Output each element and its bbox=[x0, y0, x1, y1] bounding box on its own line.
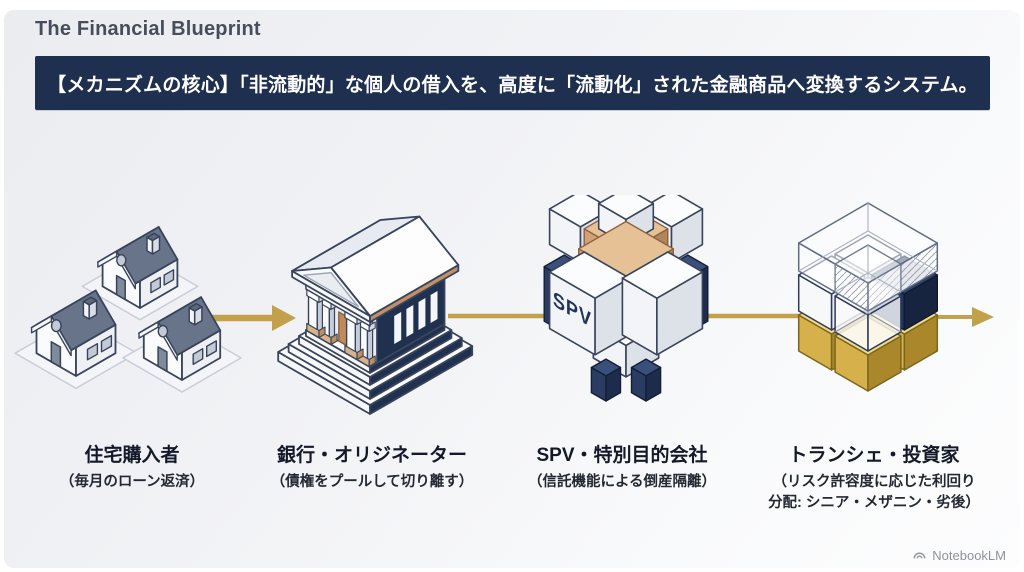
tranche-cubes-icon bbox=[797, 202, 939, 392]
stage-label-homebuyers: 住宅購入者 （毎月のローン返済） bbox=[30, 444, 234, 493]
houses-icon bbox=[14, 226, 242, 393]
bank-icon bbox=[277, 215, 474, 415]
watermark-label: NotebookLM bbox=[932, 548, 1006, 563]
notebooklm-logo-icon bbox=[913, 552, 926, 559]
stage-sublabel: （信託機能による倒産隔離） bbox=[527, 473, 717, 490]
stage-label-bank-originator: 銀行・オリジネーター （債権をプールして切り離す） bbox=[256, 444, 488, 493]
stage-sublabel: （債権をプールして切り離す） bbox=[270, 473, 474, 490]
stage-sublabel: （リスク許容度に応じた利回り 分配: シニア・メザニン・劣後） bbox=[746, 472, 1002, 514]
stage-label-spv: SPV・特別目的会社 （信託機能による倒産隔離） bbox=[505, 444, 739, 493]
stage-name: 住宅購入者 bbox=[84, 445, 180, 466]
stage-sublabel-line-1: （リスク許容度に応じた利回り bbox=[772, 473, 976, 490]
stage-sublabel: （毎月のローン返済） bbox=[59, 473, 205, 490]
tranche-illustration bbox=[746, 183, 996, 433]
spv-cube-icon: SPV bbox=[543, 187, 709, 402]
stage-sublabel-line-2: 分配: シニア・メザニン・劣後） bbox=[768, 494, 980, 511]
notebooklm-watermark: NotebookLM bbox=[912, 548, 1006, 563]
stage-name: トランシェ・投資家 bbox=[788, 445, 960, 466]
stage-name: SPV・特別目的会社 bbox=[536, 445, 708, 466]
spv-illustration: SPV bbox=[510, 187, 745, 445]
page-title: The Financial Blueprint bbox=[35, 18, 261, 40]
bank-illustration bbox=[254, 192, 489, 432]
houses-illustration bbox=[10, 212, 250, 432]
stage-name: 銀行・オリジネーター bbox=[276, 445, 467, 466]
key-message-text: 【メカニズムの核心】「非流動的」な個人の借入を、高度に「流動化」された金融商品へ… bbox=[47, 74, 978, 96]
stage-label-tranche-investors: トランシェ・投資家 （リスク許容度に応じた利回り 分配: シニア・メザニン・劣後… bbox=[746, 444, 1002, 514]
key-message-banner: 【メカニズムの核心】「非流動的」な個人の借入を、高度に「流動化」された金融商品へ… bbox=[35, 56, 990, 110]
